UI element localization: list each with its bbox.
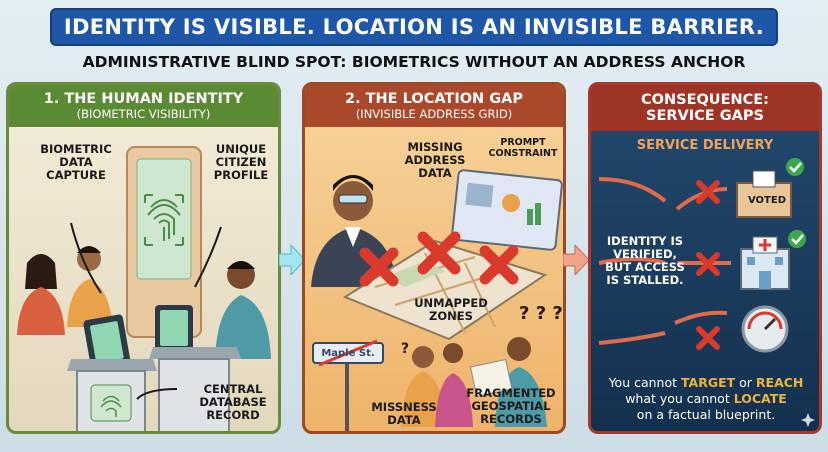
ballot-box-icon — [736, 170, 792, 218]
kiosk-left — [67, 359, 157, 431]
title-banner: IDENTITY IS VISIBLE. LOCATION IS AN INVI… — [50, 8, 778, 46]
check-icon — [788, 230, 806, 248]
gauge-icon — [741, 305, 789, 353]
label-fragmented-records: FRAGMENTED GEOSPATIAL RECORDS — [457, 386, 563, 426]
label-database-record: CENTRAL DATABASE RECORD — [187, 382, 278, 422]
voted-label: VOTED — [747, 195, 787, 206]
label-line: DATA — [418, 166, 452, 180]
footer-line3: on a factual blueprint. — [636, 407, 776, 422]
cross-icon — [359, 231, 519, 287]
pointer-arrow — [194, 226, 222, 288]
hospital-icon — [740, 236, 790, 290]
label-line: PROFILE — [213, 168, 269, 182]
subtitle: ADMINISTRATIVE BLIND SPOT: BIOMETRICS WI… — [82, 53, 746, 71]
label-prompt-constraint: PROMPT CONSTRAINT — [481, 137, 563, 159]
highlight-target: TARGET — [681, 375, 736, 390]
label-line: MISSNESS — [371, 400, 437, 414]
label-line: DATA — [387, 413, 421, 427]
panel3-header: CONSEQUENCE: SERVICE GAPS — [591, 85, 819, 131]
flow-arrow-1 — [279, 245, 305, 275]
woman-figure — [17, 254, 65, 335]
panel1-header: 1. THE HUMAN IDENTITY (BIOMETRIC VISIBIL… — [9, 85, 278, 127]
footer-line2: what you cannot LOCATE — [595, 391, 817, 407]
label-line: MISSING — [407, 140, 463, 154]
panel2-title: 2. THE LOCATION GAP — [345, 91, 523, 107]
kiosk-right — [149, 347, 241, 431]
flow-arrows — [598, 177, 731, 345]
man-figure-right — [215, 261, 271, 359]
label-line: CENTRAL — [203, 382, 263, 396]
cross-icon — [696, 180, 720, 350]
panel3-title-line2: SERVICE GAPS — [646, 108, 764, 124]
street-sign-icon — [312, 339, 384, 431]
label-citizen-profile: UNIQUE CITIZEN PROFILE — [201, 142, 278, 182]
label-line: BIOMETRIC — [40, 142, 112, 156]
verified-stalled-text: IDENTITY IS VERIFIED, BUT ACCESS IS STAL… — [601, 235, 689, 287]
sparkle-icon — [801, 413, 815, 427]
label-line: CONSTRAINT — [488, 148, 558, 159]
label-unmapped-zones: UNMAPPED ZONES — [409, 297, 493, 323]
panel-consequence: CONSEQUENCE: SERVICE GAPS SERVICE DELIVE… — [588, 82, 822, 434]
text: You cannot — [608, 375, 681, 390]
man-figure-left — [67, 246, 113, 327]
identity-scene — [17, 146, 271, 431]
panel1-subtitle: (BIOMETRIC VISIBILITY) — [76, 107, 211, 121]
check-icon — [786, 158, 804, 176]
label-line: RECORDS — [480, 412, 542, 426]
flow-arrow-2 — [563, 245, 589, 275]
panel2-subtitle: (INVISIBLE ADDRESS GRID) — [355, 107, 513, 121]
label-line: DATABASE — [199, 395, 267, 409]
label-line: IS STALLED. — [606, 273, 684, 287]
fingerprint-icon — [100, 395, 122, 417]
label-line: UNIQUE — [215, 142, 267, 156]
label-line: FRAGMENTED — [466, 386, 556, 400]
question-marks: ? — [401, 341, 409, 357]
banner-title: IDENTITY IS VISIBLE. LOCATION IS AN INVI… — [63, 15, 765, 39]
street-sign-text: Maple St. — [321, 348, 375, 359]
pointer-arrow — [136, 388, 178, 400]
fingerprint-icon — [144, 194, 184, 246]
highlight-locate: LOCATE — [733, 391, 787, 406]
location-scene: ? ? ? ? — [311, 169, 563, 431]
footer-statement: You cannot TARGET or REACH what you cann… — [595, 375, 817, 423]
label-line: CITIZEN — [215, 155, 267, 169]
service-scene — [598, 158, 806, 353]
text: what you cannot — [625, 391, 734, 406]
panel-human-identity: 1. THE HUMAN IDENTITY (BIOMETRIC VISIBIL… — [6, 82, 281, 434]
tablet-right — [155, 305, 193, 353]
label-line: VERIFIED, — [613, 247, 677, 261]
panel3-title-line1: CONSEQUENCE: — [641, 92, 769, 108]
panel-location-gap: 2. THE LOCATION GAP (INVISIBLE ADDRESS G… — [302, 82, 566, 434]
label-missing-address: MISSING ADDRESS DATA — [399, 141, 471, 180]
label-line: BUT ACCESS — [605, 260, 685, 274]
label-missness-data: MISSNESS DATA — [367, 401, 441, 427]
label-line: DATA — [59, 155, 93, 169]
pointer-arrow — [70, 222, 102, 294]
label-line: UNMAPPED — [414, 296, 488, 310]
panel2-header: 2. THE LOCATION GAP (INVISIBLE ADDRESS G… — [305, 85, 563, 127]
label-line: RECORD — [206, 408, 260, 422]
footer-line1: You cannot TARGET or REACH — [595, 375, 817, 391]
label-line: IDENTITY IS — [606, 234, 684, 248]
label-line: CAPTURE — [46, 168, 106, 182]
people-figures — [401, 337, 547, 427]
dashboard-icon — [451, 169, 563, 251]
label-line: PROMPT — [500, 137, 546, 148]
service-delivery-heading: SERVICE DELIVERY — [636, 138, 774, 153]
tablet-left — [83, 314, 131, 372]
panel1-title: 1. THE HUMAN IDENTITY — [43, 91, 244, 107]
label-line: GEOSPATIAL — [471, 399, 551, 413]
label-line: ADDRESS — [404, 153, 466, 167]
label-biometric-capture: BIOMETRIC DATA CAPTURE — [31, 143, 121, 182]
question-marks: ? ? ? — [519, 303, 563, 324]
label-line: ZONES — [429, 309, 473, 323]
text: or — [735, 375, 756, 390]
highlight-reach: REACH — [755, 375, 804, 390]
